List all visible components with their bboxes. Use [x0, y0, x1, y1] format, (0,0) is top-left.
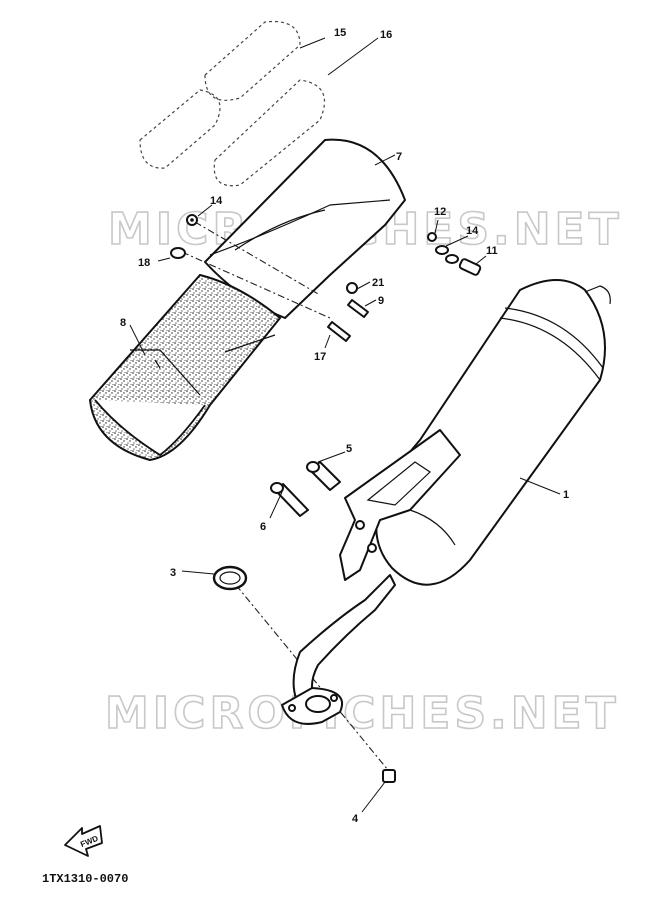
nut-4: [382, 769, 396, 783]
collar-14-left: [186, 214, 198, 226]
callout-8: 8: [120, 317, 126, 329]
washers-14-right: [435, 245, 459, 264]
callout-16: 16: [380, 29, 392, 41]
callout-12: 12: [434, 206, 446, 218]
screw-17: [327, 321, 351, 342]
assembly-line-lower: [181, 251, 331, 319]
watermark-bottom: MICROFICHES.NET: [105, 688, 620, 739]
callout-21: 21: [372, 277, 384, 289]
callout-11: 11: [486, 245, 498, 257]
muffler-bracket: [339, 429, 461, 581]
callout-9: 9: [378, 295, 384, 307]
insulation-sheet-8: [88, 273, 282, 462]
leader-lines: [129, 37, 561, 813]
callout-5: 5: [346, 443, 352, 455]
callout-3: 3: [170, 567, 176, 579]
assembly-line-upper: [194, 221, 321, 296]
bolt-6: [270, 482, 309, 517]
gasket-3: [212, 565, 248, 591]
callout-7: 7: [396, 151, 402, 163]
callout-4: 4: [352, 813, 359, 825]
bolt-5: [306, 461, 341, 491]
nut-12: [427, 232, 437, 242]
callout-18: 18: [138, 257, 150, 269]
muffler-1: [375, 279, 611, 586]
drawing-code: 1TX1310-0070: [42, 872, 128, 886]
callout-17: 17: [314, 351, 326, 363]
bolt-11: [458, 258, 482, 276]
plug-18: [170, 247, 186, 259]
callout-6: 6: [260, 521, 266, 533]
fwd-arrow-icon: FWD: [64, 825, 103, 857]
assembly-line-gasket: [235, 584, 389, 771]
exhaust-pipe: [281, 574, 396, 725]
callout-15: 15: [334, 27, 346, 39]
callout-1: 1: [563, 489, 569, 501]
emblem-ghost-15: [139, 20, 301, 169]
callout-14-right: 14: [466, 225, 479, 237]
screw-9: [347, 299, 369, 318]
callout-14-left: 14: [210, 195, 223, 207]
grommet-21: [346, 282, 358, 294]
